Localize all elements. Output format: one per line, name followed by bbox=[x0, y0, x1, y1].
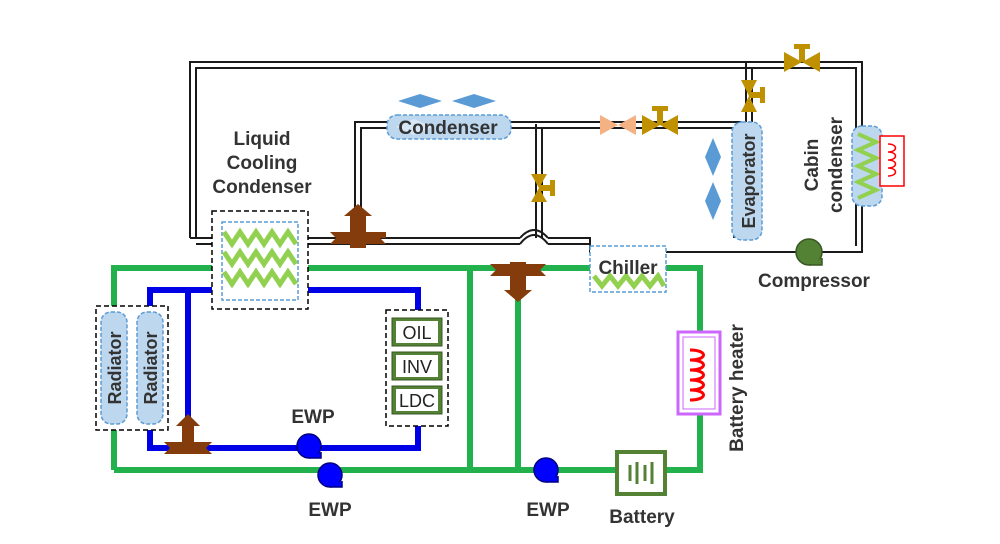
expansion-valve-icon bbox=[784, 44, 820, 72]
chiller bbox=[589, 245, 667, 293]
inv-label: INV bbox=[402, 357, 432, 377]
cabin-condenser bbox=[851, 125, 883, 207]
radiator-label-1: Radiator bbox=[105, 331, 125, 404]
battery-heater-icon bbox=[676, 330, 722, 416]
condenser-label: Condenser bbox=[398, 118, 498, 139]
compressor-icon bbox=[795, 238, 823, 266]
condenser bbox=[386, 114, 512, 140]
compressor-label: Compressor bbox=[758, 271, 871, 292]
battery-label: Battery bbox=[609, 507, 675, 528]
electronics-group bbox=[385, 309, 449, 427]
battery-icon bbox=[615, 450, 667, 496]
expansion-valve-icon bbox=[642, 106, 678, 135]
cabin-heater-icon bbox=[879, 135, 905, 187]
ewp-bottom-pump-icon bbox=[317, 462, 343, 488]
ewp-bottom-label: EWP bbox=[308, 500, 352, 521]
three-way-valve-icon bbox=[164, 414, 212, 454]
three-way-valve-icon bbox=[490, 262, 546, 302]
cabin-condenser-label-line2: condenser bbox=[826, 116, 847, 213]
evaporator-label: Evaporator bbox=[739, 133, 759, 228]
oil-label: OIL bbox=[402, 323, 431, 343]
radiator-label-2: Radiator bbox=[141, 331, 161, 404]
expansion-valve-icon bbox=[741, 80, 765, 112]
chiller-label: Chiller bbox=[598, 258, 658, 279]
expansion-valve-icon bbox=[531, 174, 555, 202]
evaporator-fan-icon bbox=[705, 138, 721, 220]
ewp-right-label: EWP bbox=[526, 500, 570, 521]
liquid-cooling-condenser bbox=[211, 210, 309, 310]
cabin-condenser-label-line1: Cabin bbox=[802, 139, 823, 192]
radiator-group bbox=[95, 305, 169, 431]
battery-heater-label: Battery heater bbox=[727, 324, 748, 452]
three-way-valve-icon bbox=[330, 204, 386, 248]
liquid-cooling-condenser-label-line3: Condenser bbox=[212, 177, 312, 198]
ldc-label: LDC bbox=[399, 391, 435, 411]
liquid-cooling-condenser-label-line1: Liquid bbox=[234, 129, 291, 150]
evaporator bbox=[731, 121, 763, 241]
check-valve-icon bbox=[600, 115, 636, 135]
ewp-top-pump-icon bbox=[296, 433, 322, 459]
ewp-top-label: EWP bbox=[291, 407, 335, 428]
ewp-right-pump-icon bbox=[533, 457, 559, 483]
condenser-fan-icon bbox=[398, 94, 496, 108]
liquid-cooling-condenser-label-line2: Cooling bbox=[227, 153, 298, 174]
